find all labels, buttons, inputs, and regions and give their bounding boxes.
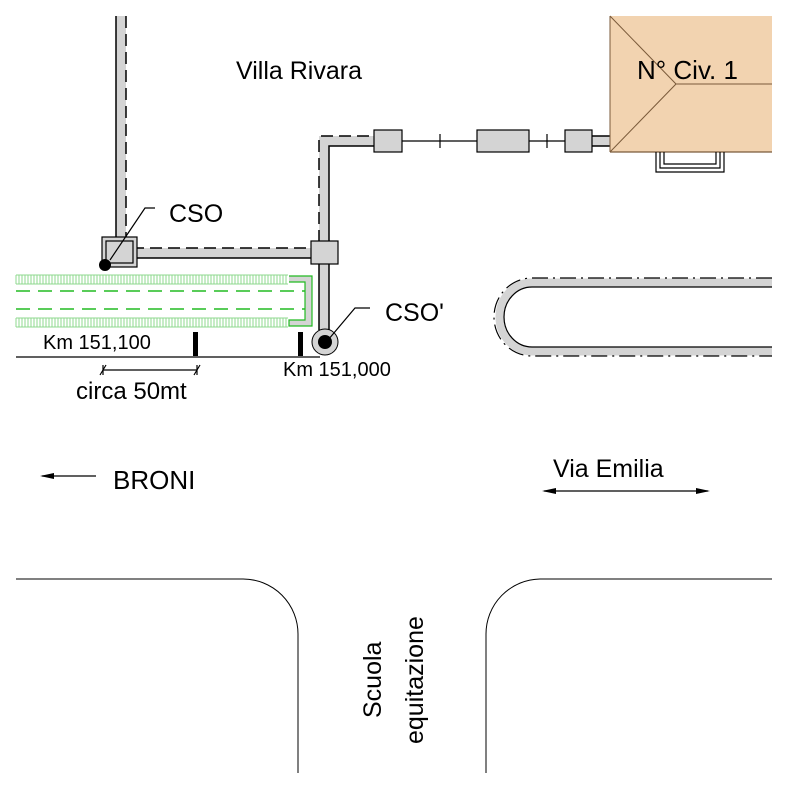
right-loop-road [493,277,772,357]
cso-prime-leader-line [327,307,370,341]
school-label-line2: equitazione [401,616,429,744]
broni-label: BRONI [113,465,195,495]
km-151000-label: Km 151,000 [283,359,391,381]
house-number-label: N° Civ. 1 [637,55,738,85]
pipe-to-cso-prime [318,264,330,330]
inspection-box-2 [476,129,530,153]
building [609,15,772,153]
distance-label: circa 50mt [76,378,187,405]
villa-label: Villa Rivara [236,57,362,85]
cso-manhole-icon [99,259,111,271]
green-track [15,274,305,328]
track-hatch-band [15,317,288,328]
horizontal-pipe-cso [132,247,312,259]
house-connection [373,129,610,153]
road-edge-left [16,578,299,773]
arrow-left-icon [40,473,96,479]
track-end-cap [288,275,313,327]
inspection-box-1 [373,129,403,153]
vertical-pipe-left [115,16,127,242]
double-arrow-icon [542,488,710,494]
cso-prime-label: CSO' [385,299,444,327]
via-emilia-label: Via Emilia [553,455,664,483]
cso-leader-line [109,207,155,261]
cso-chamber [101,236,138,268]
inspection-box-3 [564,129,593,153]
cso-label: CSO [169,200,223,228]
km-151100-label: Km 151,100 [43,332,151,354]
km-151000-marker [298,332,303,356]
building-steps [655,152,725,173]
distance-dimension [99,364,201,376]
junction-box [310,240,339,265]
km-151100-marker [193,332,198,356]
road-edge-right [485,578,772,773]
l-pipe-to-house [318,135,375,242]
track-hatch-band [15,274,288,285]
school-label-line1: Scuola [359,641,387,718]
